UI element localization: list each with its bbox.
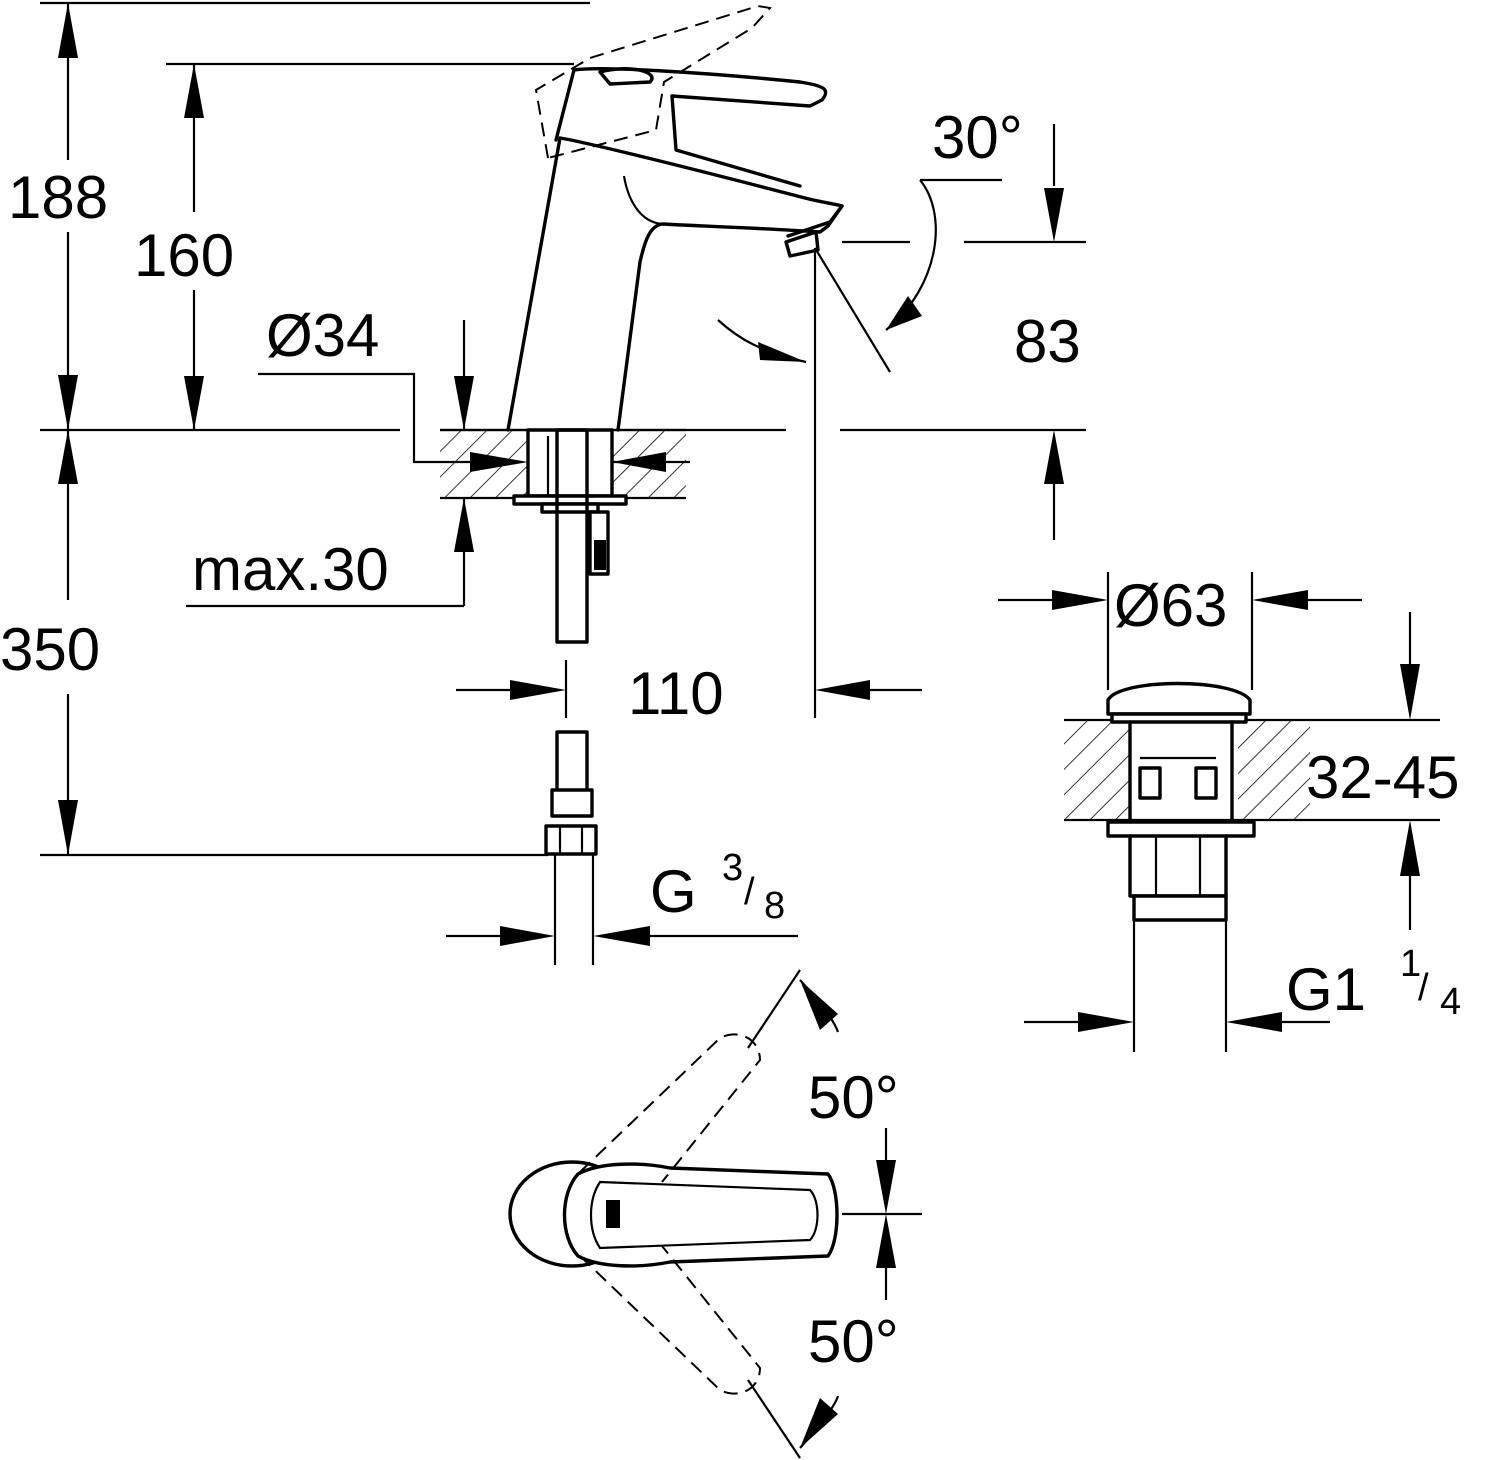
faucet-side-view [440,4,1002,965]
waste-assembly [1064,681,1440,1052]
hose-thread-main: G [650,858,697,925]
waste-thread-denominator: 4 [1440,981,1461,1023]
dim-hose-thread: G 3 / 8 [650,847,785,927]
faucet-body [506,67,844,432]
dim-overall-height: 188 [8,164,108,231]
dim-body-diameter: Ø34 [266,302,379,369]
waste-dimensions [998,572,1420,1032]
dim-lever-angle-right: 50° [808,1308,899,1375]
hose-thread-slash: / [744,871,755,913]
dim-spout-angle: 30° [932,104,1023,171]
hose-thread-numerator: 3 [722,847,743,889]
waste-thread-main: G1 [1286,956,1366,1023]
waste-thread-slash: / [1418,967,1429,1009]
dim-basin-thickness: 32-45 [1306,744,1459,811]
dimension-lines [40,1,1086,946]
waste-thread-numerator: 1 [1400,943,1421,985]
dim-hose-length: 350 [0,616,100,683]
faucet-top-view [508,969,922,1459]
hose-thread-denominator: 8 [764,885,785,927]
dim-max-deck-thickness: max.30 [192,536,389,603]
dim-waste-diameter: Ø63 [1114,572,1227,639]
dim-waste-thread: G1 1 / 4 [1286,943,1461,1023]
supply-hose [544,428,610,965]
lever-raised-outline [534,4,772,160]
dim-spout-height: 83 [1014,308,1081,375]
dim-spout-reach: 110 [628,660,724,727]
dim-lever-angle-left: 50° [808,1064,899,1131]
mounting-shank [512,428,628,514]
dim-lever-height: 160 [134,222,234,289]
